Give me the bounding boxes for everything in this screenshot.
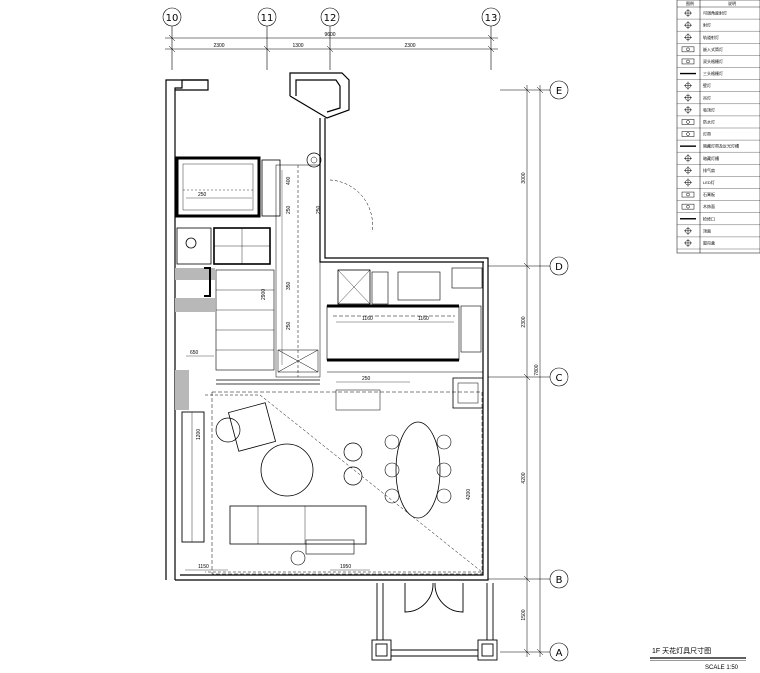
legend-label: 壁灯 (703, 82, 711, 88)
interior-dimension-lines (185, 170, 454, 571)
plan-dim-7: 1160 (418, 316, 429, 322)
pendant-icon (684, 93, 692, 102)
wood-ceiling-icon (681, 203, 695, 210)
gypsum-board-icon (681, 191, 695, 198)
legend-label: 暗藏灯槽 (703, 155, 719, 161)
dim-total-top: 9600 (324, 32, 335, 38)
grid-label-A: A (556, 648, 563, 659)
plan-dim-1: 250 (198, 192, 207, 198)
exhaust-fan-icon (684, 166, 692, 175)
track-spot-icon (684, 33, 692, 42)
top-dimension-lines (165, 34, 498, 53)
dim-total-right: 7800 (534, 364, 540, 375)
grid-label-13: 13 (485, 13, 498, 24)
legend-header-symbol: 图例 (686, 0, 694, 6)
legend-label: 排气扇 (703, 167, 715, 173)
dim-top-seg-3: 2300 (404, 43, 415, 49)
grid-label-C: C (556, 373, 563, 384)
drawing-title: 1F 天花灯具尺寸图 (652, 646, 711, 655)
double-head-light-icon (681, 58, 695, 65)
plan-dim-6: 1160 (362, 316, 373, 322)
plan-dim-14: 1950 (340, 564, 351, 570)
column-grid (162, 7, 501, 70)
legend-label: 吸顶灯 (703, 106, 715, 112)
plan-dim-8: 250 (362, 376, 371, 382)
led-row-icon (684, 178, 692, 187)
downlight-adjustable-icon (684, 9, 692, 18)
recessed-light-icon (681, 46, 695, 53)
dim-right-seg-2: 2300 (521, 316, 527, 327)
linear-light-icon (681, 131, 695, 137)
legend-label: 窗帘盒 (703, 239, 715, 245)
grid-label-B: B (556, 575, 563, 586)
plan-dim-13: 1150 (198, 564, 209, 570)
legend-label: 吊灯 (703, 94, 711, 100)
wc-room (176, 227, 271, 265)
legend-label: 灯带 (703, 131, 711, 137)
curtain-box-icon (684, 238, 692, 247)
entrance-porch (371, 582, 498, 661)
grid-label-12: 12 (324, 13, 337, 24)
ceiling-edge-icon (684, 226, 692, 235)
plan-dim-3: 250 (286, 205, 292, 214)
dim-top-seg-2: 1300 (292, 43, 303, 49)
plan-dim-4: 350 (286, 281, 292, 290)
legend-label: 木饰面 (703, 203, 715, 209)
legend-label: 射灯 (703, 22, 711, 28)
plan-dim-11: 4200 (466, 489, 472, 500)
legend-label: 双头格栅灯 (703, 58, 723, 64)
legend-label: 检修口 (703, 215, 715, 221)
plan-dim-10: 250 (316, 205, 322, 214)
waterproof-lamp-icon (681, 119, 695, 125)
dim-top-seg-1: 2300 (213, 43, 224, 49)
bathroom-walls (175, 152, 322, 218)
plan-dim-5: 250 (286, 321, 292, 330)
grid-label-11: 11 (261, 13, 274, 24)
corridor-ceiling (216, 164, 321, 385)
row-grid (488, 80, 569, 662)
kitchen-area (326, 267, 484, 411)
drawing-scale: SCALE 1:50 (705, 665, 739, 671)
plan-dim-12: 2900 (261, 289, 267, 300)
legend-label: 顶面 (703, 228, 711, 233)
right-dimension-lines (523, 85, 544, 657)
legend-label: 石膏板 (703, 191, 715, 197)
legend-label: 轨道射灯 (703, 34, 719, 40)
plan-dim-9: 650 (190, 350, 199, 356)
dim-right-seg-4: 1500 (521, 609, 527, 620)
dim-right-seg-1: 3000 (521, 172, 527, 183)
dim-right-seg-3: 4200 (521, 472, 527, 483)
legend-label: LED灯 (703, 179, 715, 185)
grid-label-10: 10 (166, 13, 179, 24)
living-dining (181, 391, 483, 575)
spotlight-icon (684, 21, 692, 30)
legend-label: 三头格栅灯 (703, 70, 723, 76)
legend-rows: 图例 说明可调角度射灯射灯轨道射灯嵌入式筒灯双头格栅灯三头格栅灯壁灯吊灯吸顶灯防水… (677, 0, 760, 250)
legend-label: 嵌入式筒灯 (703, 46, 723, 52)
grid-label-E: E (556, 86, 562, 97)
wall-lamp-icon (684, 81, 692, 90)
legend-label: 可调角度射灯 (703, 10, 727, 16)
exterior-walls (165, 72, 489, 581)
plan-dim-15: 1200 (196, 429, 202, 440)
legend-label: 防水灯 (703, 118, 715, 124)
ceiling-lamp-icon (684, 105, 692, 114)
hidden-light-trough-icon (684, 154, 692, 163)
grid-label-D: D (555, 262, 563, 273)
legend-header-description: 说明 (728, 0, 736, 6)
door-swing-arc (329, 179, 373, 233)
legend-table (676, 0, 760, 254)
legend-label: 暗藏灯带及反光灯槽 (703, 143, 739, 149)
plan-dim-2: 400 (286, 176, 292, 185)
stair-zone (175, 267, 275, 410)
